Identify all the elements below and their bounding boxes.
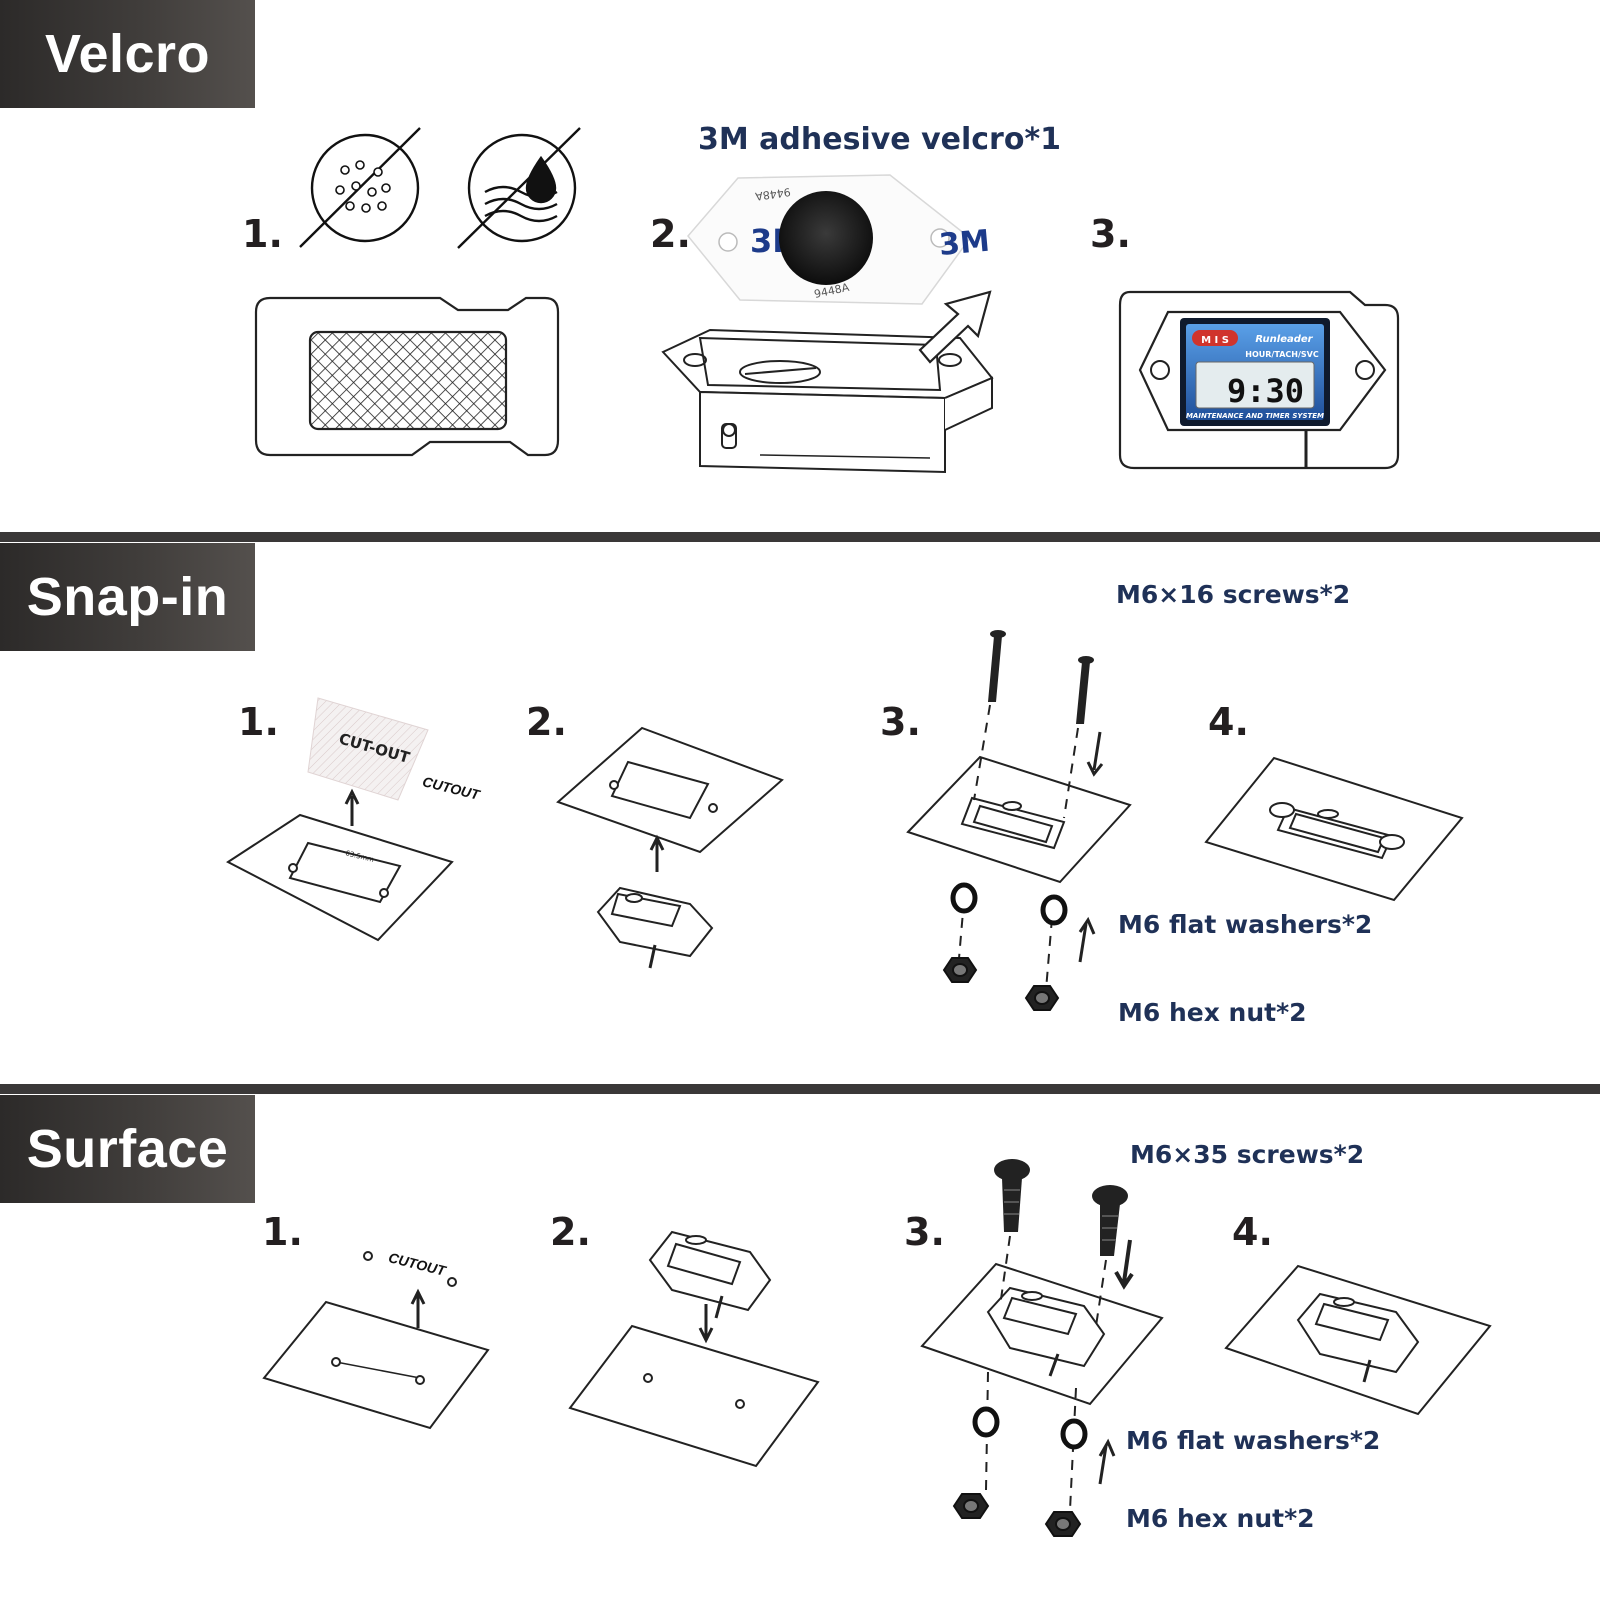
- velcro-step-1: 1.: [242, 212, 283, 256]
- meter-housing-back: [661, 328, 994, 474]
- velcro-adhesive-pad: 3M 3M 9448A 9448A: [687, 174, 992, 305]
- long-screw-icon-right: [1092, 1185, 1128, 1256]
- meter-footer: MAINTENANCE AND TIMER SYSTEM: [1186, 412, 1324, 420]
- section-divider-2: [0, 1084, 1600, 1094]
- mounted-meter: M I S Runleader HOUR/TACH/SVC 9:30 MAINT…: [1118, 290, 1400, 470]
- surface-meter-unit: [648, 1230, 772, 1319]
- snapin-step-2: 2.: [526, 700, 567, 744]
- snapin-panel-1: [226, 813, 454, 942]
- surface-panel-2: [568, 1324, 820, 1468]
- down-arrow-icon-3: [1114, 1239, 1134, 1290]
- washer-icon-2: [972, 1406, 1088, 1450]
- tape-brand-text-right: 3M: [938, 224, 992, 263]
- velcro-step-3: 3.: [1090, 212, 1131, 256]
- snapin-step-4: 4.: [1208, 700, 1249, 744]
- hex-nut-icon: [942, 957, 1060, 1011]
- surface-step-3: 3.: [904, 1210, 945, 1254]
- surface-step-1: 1.: [262, 1210, 303, 1254]
- snapin-nuts-label: M6 hex nut*2: [1118, 998, 1307, 1027]
- up-arrow-icon: [344, 788, 360, 826]
- up-arrow-icon-4: [410, 1288, 426, 1328]
- screw-icon-left: [988, 630, 1006, 702]
- surface-step-4: 4.: [1232, 1210, 1273, 1254]
- up-arrow-icon-2: [649, 834, 665, 872]
- up-arrow-icon-5: [1098, 1438, 1116, 1485]
- meter-mode: HOUR/TACH/SVC: [1245, 350, 1319, 359]
- velcro-step-2: 2.: [650, 212, 691, 256]
- section-title-surface: Surface: [0, 1095, 255, 1203]
- section-title-velcro: Velcro: [0, 0, 255, 108]
- surface-panel-3: [920, 1262, 1164, 1406]
- snapin-screws-label: M6×16 screws*2: [1116, 580, 1351, 609]
- snapin-panel-4: [1204, 756, 1464, 902]
- surface-step-2: 2.: [550, 1210, 591, 1254]
- no-dust-icon: [299, 127, 421, 248]
- no-water-icon: [457, 127, 581, 249]
- surface-panel-1: [262, 1251, 490, 1430]
- snapin-step-3: 3.: [880, 700, 921, 744]
- snapin-panel-3: [906, 755, 1132, 884]
- meter-unit-small: [596, 886, 714, 969]
- velcro-label: 3M adhesive velcro*1: [698, 122, 1062, 157]
- meter-display: 9:30: [1227, 372, 1304, 410]
- section-divider: [0, 532, 1600, 542]
- hex-nut-icon-2: [952, 1493, 1082, 1537]
- section-title-snapin: Snap-in: [0, 543, 255, 651]
- surface-screws-label: M6×35 screws*2: [1130, 1140, 1365, 1169]
- meter-badge: M I S: [1201, 335, 1229, 346]
- clean-surface-plate: [254, 296, 560, 457]
- snapin-panel-2: [556, 726, 784, 854]
- up-arrow-icon-3: [1078, 916, 1096, 963]
- washer-icon: [950, 882, 1068, 926]
- long-screw-icon-left: [994, 1159, 1030, 1232]
- snapin-cutout-template: [307, 697, 429, 801]
- down-arrow-icon-2: [698, 1304, 714, 1344]
- apply-arrow-icon: [918, 290, 992, 364]
- screw-icon-right: [1076, 656, 1094, 724]
- down-arrow-icon: [1086, 731, 1104, 777]
- snapin-washers-label: M6 flat washers*2: [1118, 910, 1373, 939]
- tape-code-text-top: 9448A: [754, 185, 791, 203]
- surface-washers-label: M6 flat washers*2: [1126, 1426, 1381, 1455]
- surface-nuts-label: M6 hex nut*2: [1126, 1504, 1315, 1533]
- meter-brand: Runleader: [1255, 334, 1313, 345]
- surface-panel-4: [1224, 1264, 1492, 1416]
- snapin-step-1: 1.: [238, 700, 279, 744]
